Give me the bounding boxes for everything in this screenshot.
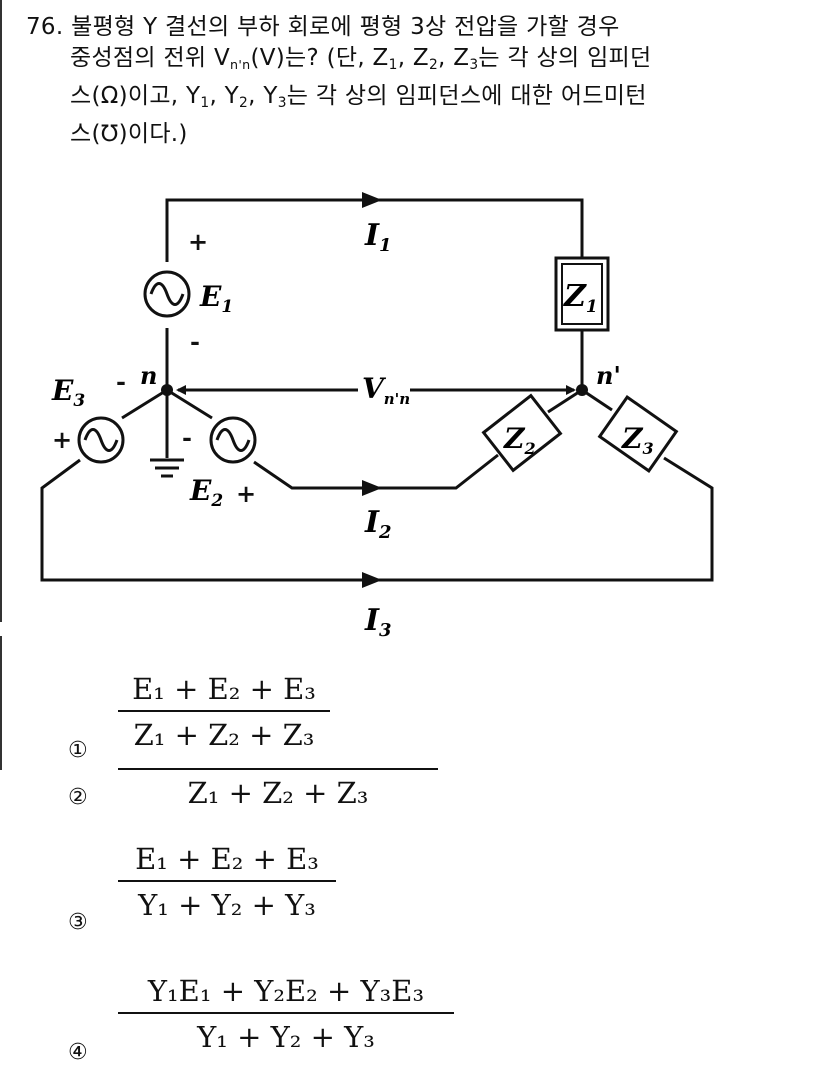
label-i2: I2 xyxy=(364,505,392,543)
option-4-fraction: Y₁E₁ + Y₂E₂ + Y₃E₃ Y₁ + Y₂ + Y₃ xyxy=(118,974,454,1054)
impedance-z3 xyxy=(597,395,679,473)
wire-n-to-e2 xyxy=(166,388,213,420)
question-line-4: 스(℧)이다.) xyxy=(70,121,188,148)
question-number: 76. xyxy=(26,14,64,40)
option-3-fraction: E₁ + E₂ + E₃ Y₁ + Y₂ + Y₃ xyxy=(118,842,336,922)
circuit-diagram: I1 I2 I3 E1 E3 E2 Z1 Z2 Z3 n n' Vn'n + -… xyxy=(40,192,714,640)
label-n-prime: n' xyxy=(596,361,621,390)
option-2-denominator: Z₁ + Z₂ + Z₃ xyxy=(187,776,369,810)
label-i1: I1 xyxy=(364,218,392,256)
label-z2: Z2 xyxy=(503,422,536,458)
source-e1-icon xyxy=(143,270,191,318)
e2-plus: + xyxy=(236,479,256,508)
wire-n-to-e3 xyxy=(121,388,168,420)
node-n-prime xyxy=(576,384,588,396)
option-3-mark[interactable]: ③ xyxy=(68,910,88,935)
e3-plus: + xyxy=(52,425,72,454)
impedance-z1 xyxy=(554,256,610,332)
fraction-bar xyxy=(118,768,438,770)
wire-e2-bottom xyxy=(253,453,499,490)
option-4-mark[interactable]: ④ xyxy=(68,1040,88,1065)
fraction-bar xyxy=(118,1012,454,1014)
option-3-numerator: E₁ + E₂ + E₃ xyxy=(135,842,319,876)
option-1-denominator: Z₁ + Z₂ + Z₃ xyxy=(133,718,315,752)
question-text: 76. 불평형 Y 결선의 부하 회로에 평형 3상 전압을 가할 경우 중성점… xyxy=(26,12,806,150)
label-z3: Z3 xyxy=(621,422,654,458)
e3-minus: - xyxy=(116,367,126,396)
option-1-mark[interactable]: ① xyxy=(68,738,88,763)
source-e2-icon xyxy=(209,416,257,464)
left-border-line xyxy=(0,0,2,622)
e1-plus: + xyxy=(188,227,208,256)
label-v-nn: Vn'n xyxy=(362,372,410,408)
e2-minus: - xyxy=(182,423,192,452)
wire-nprime-to-z3 xyxy=(581,388,613,412)
left-border-line-lower xyxy=(0,636,2,770)
current-arrow-i2 xyxy=(362,480,382,496)
option-1-fraction: E₁ + E₂ + E₃ Z₁ + Z₂ + Z₃ xyxy=(118,672,330,752)
e1-minus: - xyxy=(190,327,200,356)
option-4-numerator: Y₁E₁ + Y₂E₂ + Y₃E₃ xyxy=(147,974,425,1008)
current-arrow-i3 xyxy=(362,572,382,588)
option-2-fraction: Z₁ + Z₂ + Z₃ xyxy=(118,768,438,810)
label-i3: I3 xyxy=(364,603,392,640)
question-line-2: 중성점의 전위 Vn'n(V)는? (단, Z1, Z2, Z3는 각 상의 임… xyxy=(70,45,652,74)
option-2-mark[interactable]: ② xyxy=(68,785,88,810)
source-e3-icon xyxy=(77,416,125,464)
current-arrow-i1 xyxy=(362,192,382,208)
label-z1: Z1 xyxy=(563,279,598,317)
option-4-denominator: Y₁ + Y₂ + Y₃ xyxy=(197,1020,375,1054)
ground-icon xyxy=(150,458,184,478)
label-e1: E1 xyxy=(199,280,233,317)
question-line-1: 76. 불평형 Y 결선의 부하 회로에 평형 3상 전압을 가할 경우 xyxy=(26,14,620,40)
question-line-3: 스(Ω)이고, Y1, Y2, Y3는 각 상의 임피던스에 대한 어드미턴 xyxy=(70,83,647,112)
label-e3: E3 xyxy=(51,374,85,411)
label-e2: E2 xyxy=(189,474,223,511)
fraction-bar xyxy=(118,880,336,882)
option-1-numerator: E₁ + E₂ + E₃ xyxy=(132,672,316,706)
option-3-denominator: Y₁ + Y₂ + Y₃ xyxy=(138,888,316,922)
node-n xyxy=(161,384,173,396)
fraction-bar xyxy=(118,710,330,712)
wire-z2-to-nprime xyxy=(547,388,583,414)
label-n: n xyxy=(140,361,157,390)
impedance-z2 xyxy=(481,393,563,473)
